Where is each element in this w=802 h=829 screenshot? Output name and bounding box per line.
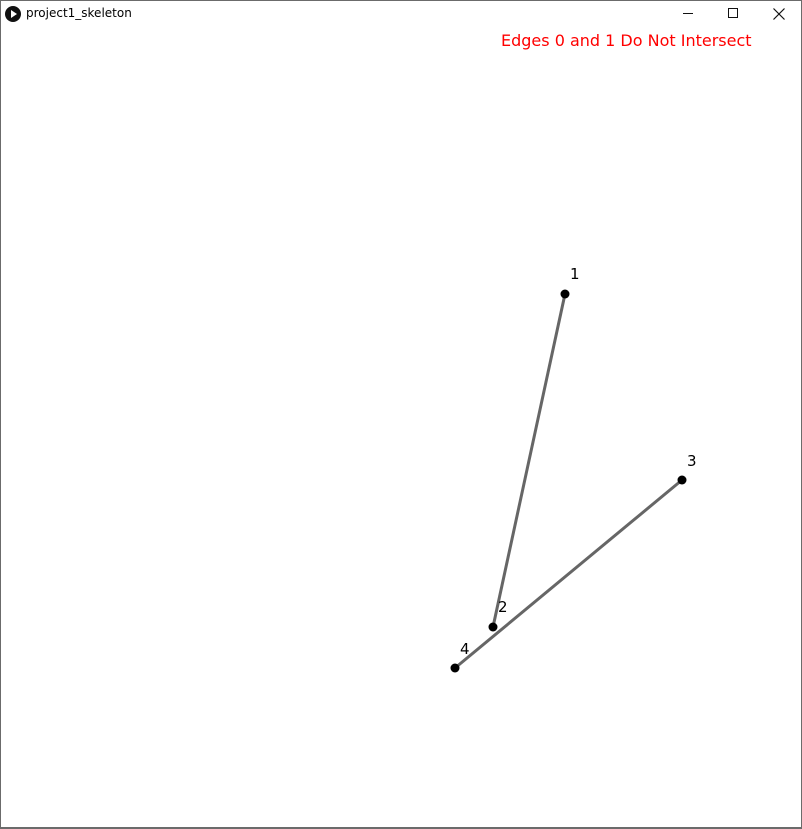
close-button[interactable] <box>756 1 802 27</box>
close-icon <box>773 8 785 20</box>
title-bar[interactable]: project1_skeleton <box>1 1 801 27</box>
window-title: project1_skeleton <box>26 6 132 20</box>
minimize-button[interactable] <box>665 1 711 27</box>
edge-0 <box>491 293 567 628</box>
vertex-3-point[interactable] <box>677 475 687 485</box>
maximize-button[interactable] <box>711 1 757 27</box>
vertex-3-label: 3 <box>687 452 697 470</box>
vertex-2-point[interactable] <box>488 622 498 632</box>
vertex-1-label: 1 <box>570 265 580 283</box>
vertex-4-point[interactable] <box>450 663 460 673</box>
vertex-4-label: 4 <box>460 640 470 658</box>
intersection-status: Edges 0 and 1 Do Not Intersect <box>501 31 752 50</box>
vertex-2-label: 2 <box>498 598 508 616</box>
edge-1 <box>454 478 683 670</box>
play-circle-icon <box>5 6 21 22</box>
vertex-1-point[interactable] <box>560 289 570 299</box>
